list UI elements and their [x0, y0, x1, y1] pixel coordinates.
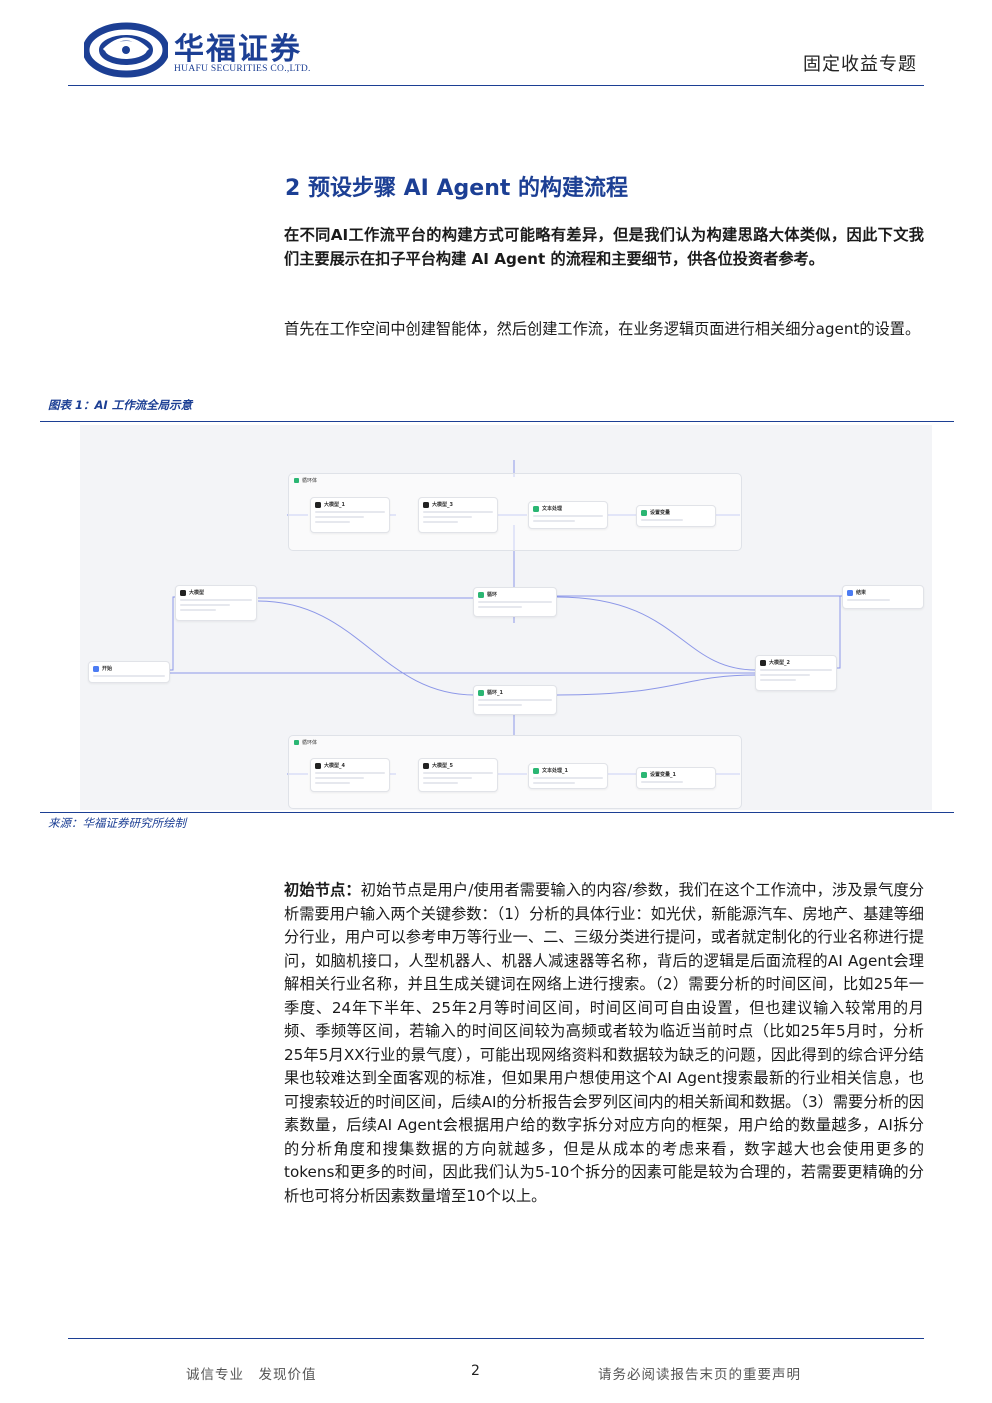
node-title: 结束 — [856, 590, 867, 596]
node-top-llm-1[interactable]: 大模型_1 — [310, 497, 390, 533]
node-title: 大模型 — [189, 590, 205, 596]
figure-top-divider — [40, 421, 954, 422]
node-top-var[interactable]: 设置变量 — [636, 505, 716, 527]
node-bottom-text[interactable]: 文本处理_1 — [528, 763, 608, 789]
node-loop[interactable]: 循环 — [473, 587, 557, 617]
huafu-logo-icon — [84, 22, 168, 78]
figure-label: 图表 1：AI 工作流全局示意 — [48, 398, 193, 412]
node-title: 设置变量 — [650, 510, 671, 516]
lead-paragraph: 在不同AI工作流平台的构建方式可能略有差异，但是我们认为构建思路大体类似，因此下… — [284, 226, 924, 268]
text-process-icon — [533, 505, 539, 512]
llm-icon — [180, 589, 186, 596]
node-start[interactable]: 开始 — [88, 661, 170, 683]
end-icon — [847, 589, 853, 596]
variable-icon — [641, 509, 647, 516]
section-title: 2 预设步骤 AI Agent 的构建流程 — [285, 176, 629, 201]
node-top-llm-2[interactable]: 大模型_3 — [418, 497, 498, 533]
paragraph-body: 初始节点是用户/使用者需要输入的内容/参数，我们在这个工作流中，涉及景气度分析需… — [284, 881, 925, 1205]
node-title: 大模型_1 — [324, 502, 345, 508]
node-title: 文本处理 — [542, 506, 563, 512]
node-title: 设置变量_1 — [650, 772, 676, 778]
node-llm-main[interactable]: 大模型 — [175, 585, 257, 621]
text-process-icon — [533, 767, 539, 774]
paragraph-intro: 首先在工作空间中创建智能体，然后创建工作流，在业务逻辑页面进行相关细分agent… — [284, 320, 921, 338]
loop-icon — [478, 689, 484, 696]
page-number: 2 — [471, 1363, 480, 1379]
group-top-title: 循环体 — [302, 478, 318, 484]
llm-icon — [423, 501, 429, 508]
node-top-text[interactable]: 文本处理 — [528, 501, 608, 529]
footer-divider — [68, 1338, 924, 1339]
llm-icon — [315, 762, 321, 769]
node-title: 循环_1 — [487, 690, 503, 696]
node-bottom-llm-1[interactable]: 大模型_4 — [310, 758, 390, 792]
loop-icon — [294, 478, 299, 483]
company-name-cn: 华福证券 — [174, 32, 302, 67]
group-bottom-title: 循环体 — [302, 740, 318, 746]
loop-icon — [478, 591, 484, 598]
variable-icon — [641, 771, 647, 778]
paragraph-label: 初始节点： — [284, 881, 361, 899]
footer-slogan: 诚信专业 发现价值 — [186, 1367, 317, 1383]
node-title: 大模型_2 — [769, 660, 790, 666]
llm-icon — [423, 762, 429, 769]
node-bottom-llm-2[interactable]: 大模型_5 — [418, 758, 498, 792]
llm-icon — [315, 501, 321, 508]
node-title: 循环 — [487, 592, 498, 598]
report-type: 固定收益专题 — [803, 54, 917, 75]
node-title: 大模型_3 — [432, 502, 453, 508]
node-title: 大模型_5 — [432, 763, 453, 769]
paragraph-initial-node: 初始节点：初始节点是用户/使用者需要输入的内容/参数，我们在这个工作流中，涉及景… — [284, 879, 924, 1208]
loop-icon — [294, 740, 299, 745]
figure-bottom-divider — [40, 812, 954, 813]
footer-disclaimer: 请务必阅读报告末页的重要声明 — [598, 1367, 801, 1383]
node-title: 开始 — [102, 666, 113, 672]
node-llm-final[interactable]: 大模型_2 — [755, 655, 837, 691]
node-loop-1[interactable]: 循环_1 — [473, 685, 557, 715]
company-logo: 华福证券 HUAFU SECURITIES CO.,LTD. — [84, 22, 344, 82]
node-end[interactable]: 结束 — [842, 585, 924, 609]
header-divider — [68, 85, 924, 86]
llm-icon — [760, 659, 766, 666]
node-title: 大模型_4 — [324, 763, 345, 769]
figure-source: 来源：华福证券研究所绘制 — [48, 816, 186, 830]
workflow-canvas: 循环体 大模型_1 大模型_3 文本处理 设置变量 开始 大模型 循环 循环_1… — [80, 425, 932, 810]
company-name-en: HUAFU SECURITIES CO.,LTD. — [174, 64, 311, 74]
start-icon — [93, 665, 99, 672]
node-bottom-var[interactable]: 设置变量_1 — [636, 767, 716, 789]
node-title: 文本处理_1 — [542, 768, 568, 774]
